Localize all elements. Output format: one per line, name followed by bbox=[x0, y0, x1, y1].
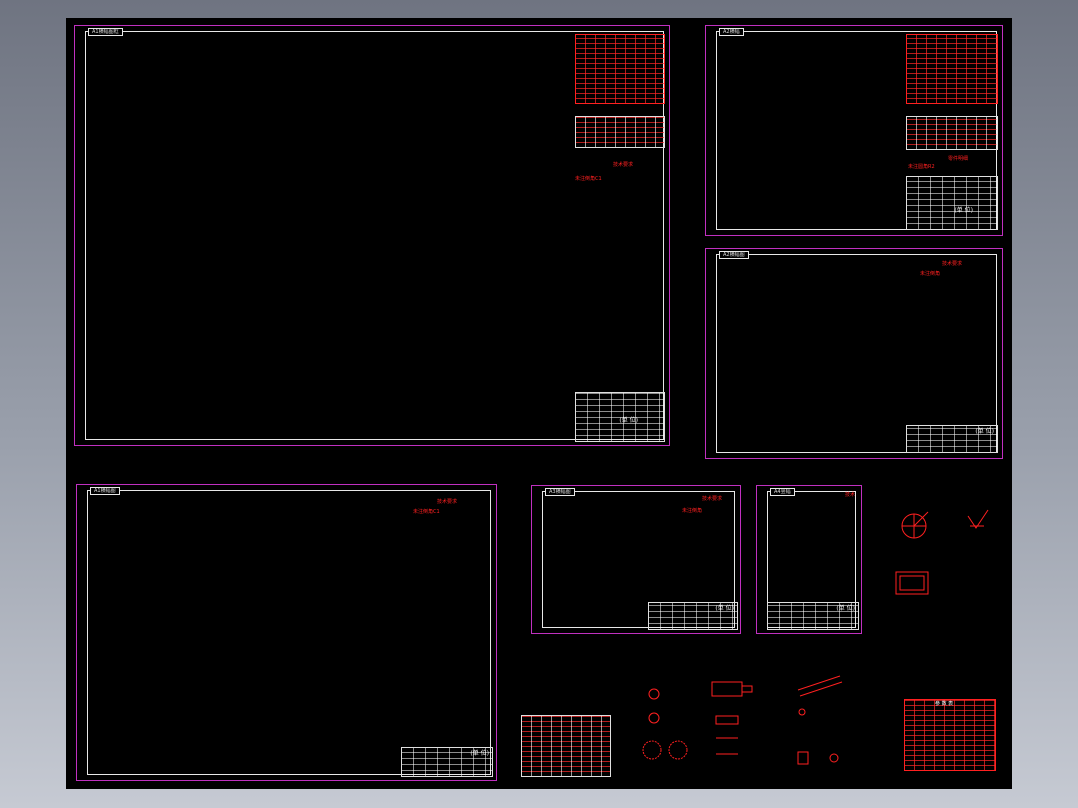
mid-label: 零件明细 bbox=[948, 156, 969, 162]
sheet-a4[interactable]: A4竖幅 技术 (单 位) bbox=[756, 485, 862, 634]
tech-req-title: 技术要求 bbox=[942, 261, 963, 267]
sheet-tag: A1横幅图 bbox=[90, 487, 120, 495]
title-block-caption: (单 位) bbox=[715, 605, 734, 612]
tech-req-note: 未注倒角C1 bbox=[413, 509, 440, 515]
sheet-a2-top[interactable]: A2横幅 零件明细 未注圆角R2 (单 位) bbox=[705, 25, 1003, 236]
tech-req-title: 技术要求 bbox=[613, 162, 634, 168]
sheet-tag: A2横幅 bbox=[719, 28, 744, 36]
sheet-inner-frame bbox=[87, 490, 491, 775]
param-table: 参 数 表 bbox=[904, 699, 996, 771]
title-block: (单 位) bbox=[906, 176, 998, 230]
title-block: (单 位) bbox=[401, 747, 493, 777]
parts-table bbox=[906, 116, 998, 150]
sheet-inner-frame bbox=[542, 491, 735, 628]
title-block-caption: (单 位) bbox=[836, 605, 855, 612]
roughness-symbol-icon[interactable] bbox=[966, 508, 992, 534]
title-block-caption: (单 位) bbox=[619, 417, 638, 424]
sheet-tag: A1横幅图框 bbox=[88, 28, 123, 36]
rectangle-symbol-icon[interactable] bbox=[892, 568, 936, 600]
spec-table bbox=[906, 34, 998, 104]
drawing-canvas[interactable]: A1横幅图框 技术要求 未注倒角C1 (单 位) A2横幅 零件明细 未注圆角R… bbox=[66, 18, 1012, 789]
sheet-a3[interactable]: A3横幅图 技术要求 未注倒角 (单 位) bbox=[531, 485, 741, 634]
tech-req-note: 未注倒角 bbox=[682, 508, 703, 514]
sheet-tag: A4竖幅 bbox=[770, 488, 795, 496]
title-block: (单 位) bbox=[575, 392, 665, 442]
gear-detail-icon[interactable] bbox=[638, 678, 698, 768]
tech-req-note: 未注圆角R2 bbox=[908, 164, 935, 170]
tech-req-title: 技术 bbox=[845, 492, 856, 498]
tech-req-title: 技术要求 bbox=[702, 496, 723, 502]
shaft-detail-icon[interactable] bbox=[706, 674, 766, 764]
sheet-inner-frame bbox=[85, 31, 664, 440]
sheet-main[interactable]: A1横幅图框 技术要求 未注倒角C1 (单 位) bbox=[74, 25, 670, 446]
tech-req-note: 未注倒角 bbox=[920, 271, 941, 277]
sheet-tag: A2横幅图 bbox=[719, 251, 749, 259]
tech-req-title: 技术要求 bbox=[437, 499, 458, 505]
param-table-title: 参 数 表 bbox=[935, 701, 954, 707]
tech-req-note: 未注倒角C1 bbox=[575, 176, 602, 182]
sheet-a2-mid[interactable]: A2横幅图 技术要求 未注倒角 (单 位) bbox=[705, 248, 1003, 459]
small-bom-table bbox=[521, 715, 611, 777]
title-block: (单 位) bbox=[906, 425, 998, 453]
title-block: (单 位) bbox=[648, 602, 738, 630]
link-detail-icon[interactable] bbox=[792, 670, 852, 770]
title-block-caption: (单 位) bbox=[975, 428, 994, 435]
title-block-caption: (单 位) bbox=[954, 207, 973, 214]
title-block-caption: (单 位) bbox=[470, 750, 489, 757]
spec-table bbox=[575, 34, 665, 104]
title-block: (单 位) bbox=[767, 602, 859, 630]
sheet-a1-lower[interactable]: A1横幅图 技术要求 未注倒角C1 (单 位) bbox=[76, 484, 497, 781]
circle-symbol-icon[interactable] bbox=[898, 508, 938, 548]
parts-table bbox=[575, 116, 665, 148]
sheet-tag: A3横幅图 bbox=[545, 488, 575, 496]
sheet-inner-frame bbox=[716, 254, 997, 453]
